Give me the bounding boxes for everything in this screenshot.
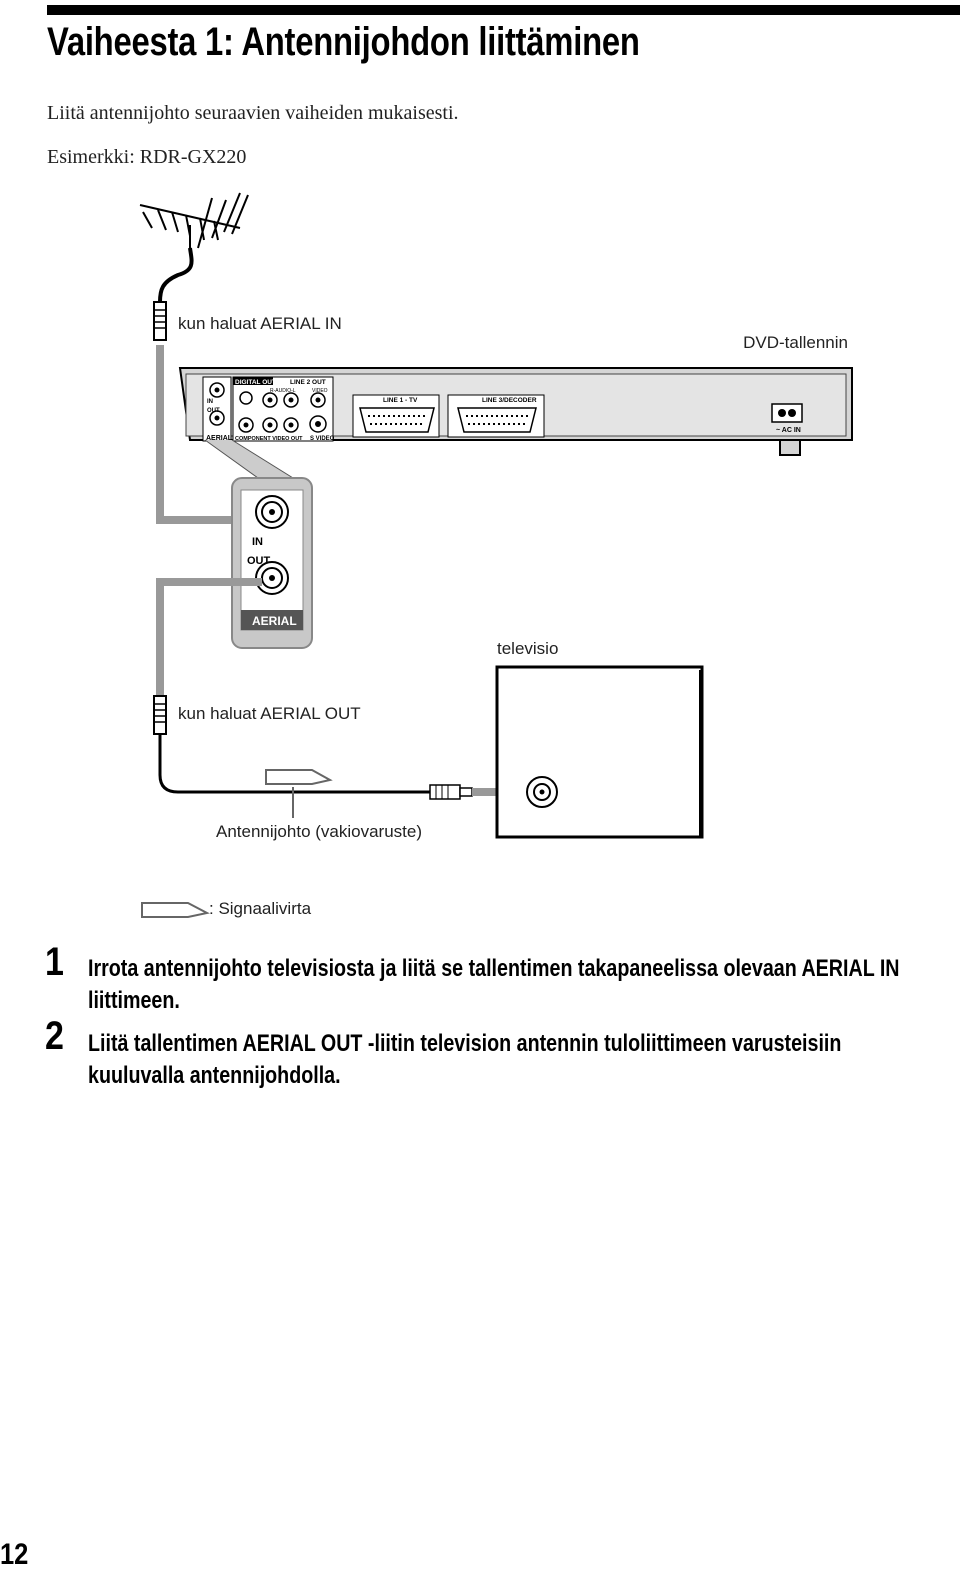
signal-flow-arrow-icon [265,769,333,785]
label-recorder: DVD-tallennin [743,333,848,352]
svg-text:~ AC IN: ~ AC IN [776,427,801,434]
svg-text:COMPONENT VIDEO OUT: COMPONENT VIDEO OUT [235,436,303,442]
aerial-out-path [156,578,262,700]
aerial-in-plug-icon [153,301,167,341]
svg-text:LINE 2 OUT: LINE 2 OUT [290,379,326,386]
step-2-text: Liitä tallentimen AERIAL OUT -liitin tel… [88,1030,842,1089]
intro-text: Liitä antennijohto seuraavien vaiheiden … [47,102,459,124]
label-cable: Antennijohto (vakiovaruste) [216,822,422,841]
page-number: 12 [0,1538,29,1571]
step-2-number: 2 [45,1014,64,1058]
svg-text:LINE 1 - TV: LINE 1 - TV [383,397,418,404]
svg-text:IN: IN [207,399,213,405]
tv-plug-icon [429,784,473,800]
antenna-cable [158,734,430,794]
svg-text:LINE 3/DECODER: LINE 3/DECODER [482,397,537,404]
connection-diagram: kun haluat AERIAL IN DVD-tallennin IN OU… [139,192,853,918]
aerial-out-plug-icon [153,695,167,735]
antenna-icon [139,192,249,250]
label-aerial-out: kun haluat AERIAL OUT [178,704,361,723]
dvd-recorder-panel: IN OUT AERIAL DIGITAL OUT LINE 2 OUT R-A… [178,367,853,456]
page-title: Vaiheesta 1: Antennijohdon liittäminen [47,20,640,64]
legend-arrow-icon [141,902,210,918]
svg-text:VIDEO: VIDEO [312,388,328,394]
step-1-number: 1 [45,940,64,984]
aerial-in-path [156,345,262,524]
svg-text:S VIDEO: S VIDEO [310,436,335,442]
legend-text: : Signaalivirta [209,899,312,918]
svg-text:R-AUDIO-L: R-AUDIO-L [270,388,296,394]
antenna-lead-cable [158,247,194,303]
example-text: Esimerkki: RDR-GX220 [47,146,247,168]
zoom-callout [204,439,295,479]
svg-text:AERIAL: AERIAL [206,435,233,442]
label-aerial-in: kun haluat AERIAL IN [178,314,342,333]
step-1-text: Irrota antennijohto televisiosta ja liit… [88,955,900,1014]
svg-text:DIGITAL OUT: DIGITAL OUT [235,379,276,386]
aerial-zoom-box: IN OUT AERIAL [231,477,313,649]
top-rule [47,5,960,15]
television-icon [495,665,704,839]
zoom-label-in: IN [252,536,263,548]
zoom-label-aerial: AERIAL [252,614,297,628]
label-tv: televisio [497,639,558,658]
svg-text:OUT: OUT [207,408,220,414]
